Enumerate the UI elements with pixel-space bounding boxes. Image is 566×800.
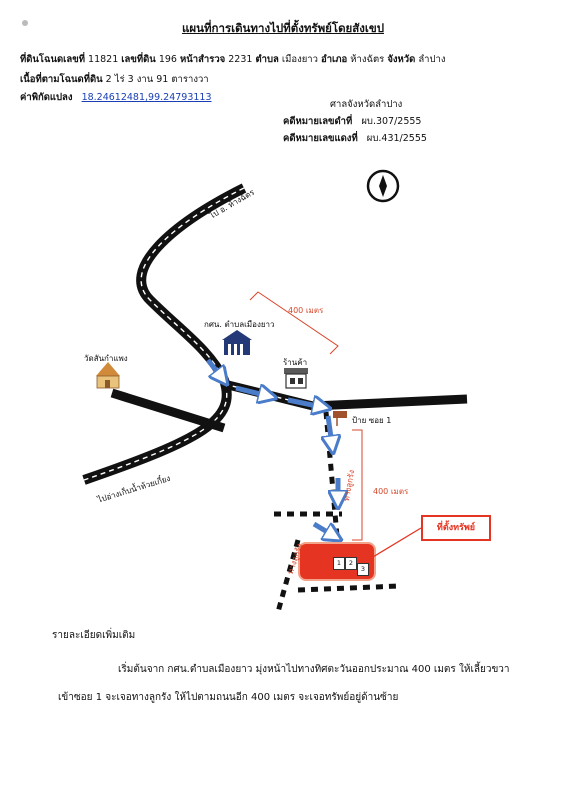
target-label-box: ที่ตั้งทรัพย์ [421,515,491,541]
compass-icon [366,169,400,203]
soi-sign-icon [333,411,347,426]
corner-mark [22,20,28,26]
route-arrows [206,358,338,536]
temple-icon [96,362,120,389]
details-heading: รายละเอียดเพิ่มเติม [52,630,136,641]
details-text: เริ่มต้นจาก กศน.ตำบลเมืองยาว มุ่งหน้าไปท… [58,664,510,703]
court-name: ศาลจังหวัดลำปาง [330,99,403,110]
red-case: คดีหมายเลขแดงที่ ผบ.431/2555 [283,133,427,144]
office-label: กศน. ตำบลเมืองยาว [204,320,275,329]
distance-label-2: 400 เมตร [373,487,409,496]
coordinate-line: ค่าพิกัดแปลง 18.24612481,99.24793113 [20,92,212,103]
distance-label-1: 400 เมตร [288,306,324,315]
target-leader-line [367,527,422,561]
distance-bracket-1 [249,291,339,355]
plot-number: 1 [333,557,345,570]
temple-label: วัดสันกำแพง [84,354,128,363]
distance-bracket-2 [352,429,363,541]
soi-sign-label: ป้าย ซอย 1 [352,416,392,425]
plot-number: 2 [345,557,357,570]
shop-icon [284,368,308,389]
soi-road [274,411,401,613]
black-case: คดีหมายเลขดำที่ ผบ.307/2555 [283,116,422,127]
west-road [110,388,226,433]
office-building-icon [222,330,252,355]
plot-number: 3 [357,563,369,576]
page-title: แผนที่การเดินทางไปที่ตั้งทรัพย์โดยสังเขป [181,21,385,35]
coordinate-link[interactable]: 18.24612481,99.24793113 [81,92,212,103]
area-line: เนื้อที่ตามโฉนดที่ดิน 2 ไร่ 3 งาน 91 ตาร… [20,74,209,85]
main-road [82,183,247,485]
plot-numbers: 1 2 3 [331,551,375,576]
shop-label: ร้านค้า [283,358,308,367]
deed-line: ที่ดินโฉนดเลขที่ 11821 เลขที่ดิน 196 หน้… [20,54,446,65]
